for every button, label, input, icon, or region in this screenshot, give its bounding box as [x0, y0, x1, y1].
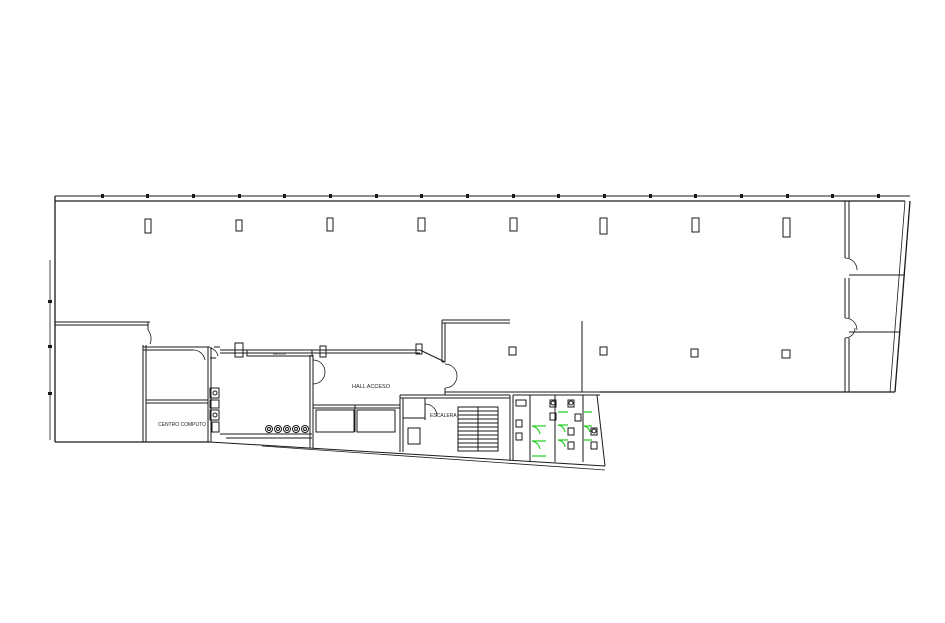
restrooms: [513, 394, 606, 467]
label-hall-acceso: HALL ACCESO: [352, 384, 391, 390]
label-escalera: ESCALERA: [430, 413, 457, 419]
columns-top-row: [144, 217, 791, 238]
facade-mullions: [48, 194, 880, 395]
computer-center-room: [143, 346, 220, 442]
reception-area: [209, 342, 423, 439]
columns-lower-row: [508, 346, 791, 359]
right-offices: [844, 201, 905, 392]
label-centro-computo: CENTRO COMPUTO: [158, 422, 206, 428]
stair-core: [399, 394, 514, 460]
lower-left-room: [55, 321, 152, 442]
label-meson: MESON: [273, 352, 286, 356]
restroom-stall-doors: [531, 411, 592, 457]
building-outline: [49, 195, 911, 471]
central-partition: [441, 319, 600, 395]
equipment-rack: [209, 387, 220, 433]
access-hall: [309, 349, 446, 448]
